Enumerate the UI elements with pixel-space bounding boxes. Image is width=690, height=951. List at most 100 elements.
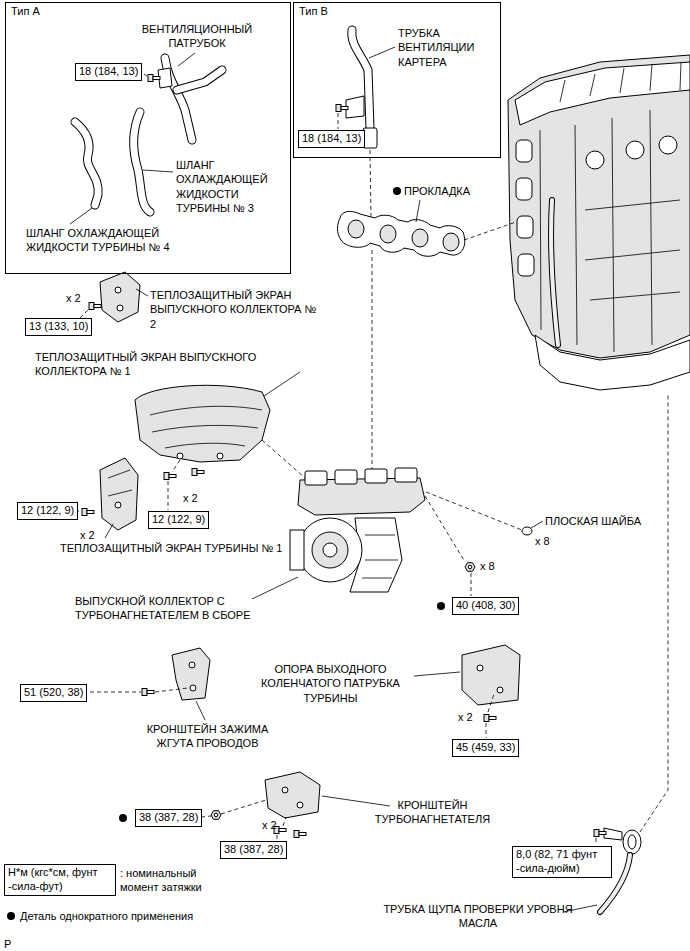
- manifold-heat-insulator-2: [117, 305, 123, 311]
- manifold-heat-insulator-2: [80, 310, 88, 318]
- engine-block: [516, 178, 532, 200]
- engine-block: [560, 62, 681, 102]
- torque-spec: 51 (520, 38): [20, 684, 87, 702]
- coolant-hose: [143, 170, 173, 172]
- part-name: ТЕПЛОЗАЩИТНЫЙ ЭКРАН ТУРБИНЫ № 1: [60, 541, 282, 555]
- turbo-heat-insulator-1: [100, 458, 138, 530]
- manifold-heat-insulator-1: [264, 372, 300, 396]
- turbo-heat-insulator-1: [82, 509, 94, 516]
- variant-frame: Тип В 18 (184, 13): [293, 2, 501, 158]
- gasket: [338, 211, 465, 256]
- oil-level-gauge-guide: [594, 830, 606, 837]
- engine-block: [551, 200, 558, 345]
- wire-harness-clamp-bracket: [190, 685, 196, 691]
- coolant-hose: [75, 122, 98, 205]
- ventilation-pipe: [178, 53, 195, 66]
- exhaust-manifold-turbocharger: [395, 468, 417, 482]
- turbocharger-bracket: [294, 831, 306, 838]
- engine-block: [551, 200, 558, 345]
- torque-spec: 12 (122, 9): [148, 511, 209, 529]
- crankcase-ventilation-tube: [370, 150, 372, 474]
- part-name: КРОНШТЕЙН ТУРБОНАГНЕТАТЕЛЯ: [350, 798, 515, 827]
- engine-block: [540, 110, 652, 352]
- coolant-hose: [134, 112, 150, 212]
- ventilation-pipe: [177, 70, 222, 90]
- wire-harness-clamp-bracket: [196, 701, 205, 720]
- part-name: ТРУБКА ВЕНТИЛЯЦИИ КАРТЕРА: [398, 26, 494, 69]
- exhaust-manifold-turbocharger: [252, 468, 543, 610]
- quantity: x 8: [535, 534, 550, 548]
- engine-block: [516, 140, 532, 162]
- ventilation-pipe: [144, 74, 147, 76]
- coolant-hose: [75, 122, 98, 205]
- manifold-heat-insulator-2: [80, 272, 148, 322]
- part-name: ПЛОСКАЯ ШАЙБА: [545, 514, 641, 528]
- part-name: ШЛАНГ ОХЛАЖДАЮЩЕЙ ЖИДКОСТИ ТУРБИНЫ № 4: [26, 226, 206, 255]
- variant-heading: Тип А: [6, 3, 45, 19]
- quantity: x 2: [80, 528, 95, 542]
- ventilation-pipe: [144, 53, 222, 140]
- gasket: [464, 222, 516, 240]
- turbo-heat-insulator-1: [105, 524, 113, 538]
- exhaust-manifold-turbocharger: [290, 530, 304, 570]
- torque-value: 12 (122, 9): [21, 504, 74, 518]
- torque-spec: 8,0 (82, 71 фунт -сила-дюйм): [512, 846, 612, 878]
- manifold-heat-insulator-1: [177, 453, 183, 459]
- turbocharger-bracket: [119, 772, 390, 841]
- oil-level-gauge-guide: [623, 830, 641, 854]
- part-name: ВЕНТИЛЯЦИОННЫЙ ПАТРУБОК: [138, 22, 256, 51]
- coolant-hose: [134, 112, 150, 212]
- exhaust-manifold-turbocharger: [298, 518, 362, 582]
- torque-value: 12 (122, 9): [152, 513, 205, 527]
- turbocharger-bracket: [282, 787, 288, 793]
- turbo-elbow-support: [414, 672, 460, 676]
- turbo-elbow-support: [477, 665, 483, 671]
- manifold-heat-insulator-1: [150, 406, 262, 448]
- legend-sample-box: Н*м (кгс*см, фунт -сила-фут): [4, 864, 116, 896]
- variant-heading: Тип В: [294, 3, 333, 19]
- manifold-heat-insulator-1: [135, 372, 305, 510]
- engine-block: [626, 141, 644, 159]
- exhaust-manifold-turbocharger: [531, 521, 543, 528]
- gasket: [416, 200, 420, 222]
- figure-code: P: [4, 937, 11, 951]
- oil-level-gauge-guide: [596, 838, 597, 845]
- legend-text: Деталь однократного применения: [20, 909, 193, 923]
- torque-value: 18 (184, 13): [79, 65, 138, 79]
- manifold-heat-insulator-1: [262, 440, 305, 478]
- part-name: ШЛАНГ ОХЛАЖДАЮЩЕЙ ЖИДКОСТИ ТУРБИНЫ № 3: [176, 158, 288, 215]
- torque-spec: 12 (122, 9): [17, 502, 78, 520]
- legend-symbol: [7, 912, 15, 920]
- manifold-heat-insulator-1: [217, 453, 223, 459]
- manifold-heat-insulator-2: [89, 303, 101, 310]
- crankcase-ventilation-tube: [336, 30, 395, 474]
- gasket: [443, 233, 459, 251]
- torque-value: 13 (133, 10): [29, 320, 88, 334]
- wire-harness-clamp-bracket: [172, 648, 210, 700]
- wire-harness-clamp-bracket: [189, 662, 195, 668]
- gasket: [348, 220, 364, 238]
- torque-value: 38 (387, 28): [224, 843, 283, 857]
- engine-block: [586, 151, 604, 169]
- gasket: [338, 187, 517, 256]
- engine-block: [659, 136, 677, 154]
- torque-value: 45 (459, 33): [456, 741, 515, 755]
- exhaust-manifold-turbocharger: [252, 577, 298, 599]
- part-name: ОПОРА ВЫХОДНОГО КОЛЕНЧАТОГО ПАТРУБКА ТУР…: [238, 662, 423, 705]
- legend-text: : номинальный момент затяжки: [120, 866, 232, 895]
- oil-level-gauge-guide: [640, 395, 668, 832]
- torque-spec: 18 (184, 13): [298, 130, 365, 148]
- manifold-heat-insulator-2: [136, 289, 148, 296]
- part-name: ТРУБКА ЩУПА ПРОВЕРКИ УРОВНЯ МАСЛА: [383, 902, 573, 931]
- engine-block: [518, 254, 534, 276]
- oil-level-gauge-guide: [604, 828, 622, 840]
- oil-level-gauge-guide: [563, 395, 668, 912]
- part-name: ТЕПЛОЗАЩИТНЫЙ ЭКРАН ВЫПУСКНОГО КОЛЛЕКТОР…: [150, 288, 322, 331]
- engine-block: [508, 55, 690, 390]
- torque-value: 18 (184, 13): [302, 132, 361, 146]
- manifold-heat-insulator-2: [115, 287, 121, 293]
- turbocharger-bracket: [265, 772, 320, 818]
- ventilation-pipe: [177, 70, 222, 90]
- torque-value: Н*м (кгс*см, фунт -сила-фут): [8, 866, 112, 894]
